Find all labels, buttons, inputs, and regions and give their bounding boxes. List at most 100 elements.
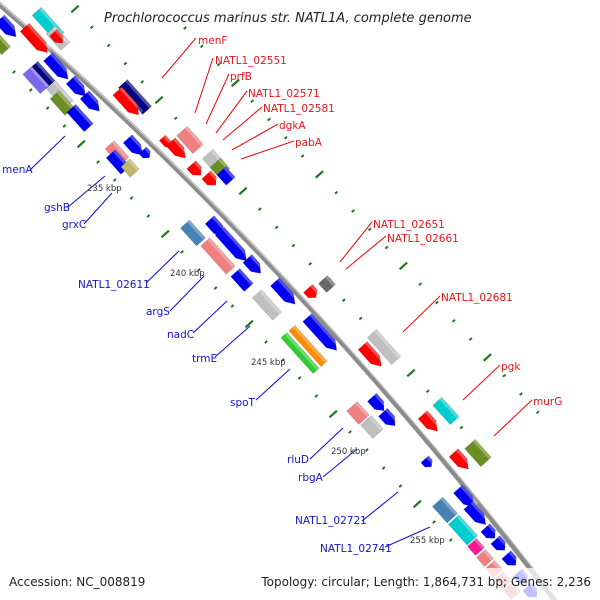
leader-NATL1_02721 bbox=[361, 491, 399, 522]
gene-blue-9[interactable] bbox=[269, 277, 300, 308]
tick-mark bbox=[257, 207, 262, 212]
gene-blue-grxC[interactable] bbox=[122, 134, 147, 159]
gene-label-NATL1_02681[interactable]: NATL1_02681 bbox=[441, 292, 513, 304]
tick-mark bbox=[367, 227, 372, 232]
gene-red-murG[interactable] bbox=[448, 448, 473, 473]
gene-red-2[interactable] bbox=[48, 28, 67, 46]
gene-pink-rluD[interactable] bbox=[346, 400, 370, 426]
gene-blue-7[interactable] bbox=[214, 226, 251, 265]
gene-tan-1[interactable] bbox=[120, 158, 140, 178]
gene-blue-pabA[interactable] bbox=[216, 166, 236, 186]
gene-olive-1[interactable] bbox=[49, 90, 75, 116]
gene-blue-12[interactable] bbox=[420, 455, 436, 470]
gene-label-NATL1_02741[interactable]: NATL1_02741 bbox=[320, 543, 392, 555]
gene-label-rluD[interactable]: rluD bbox=[287, 454, 309, 466]
gene-label-NATL1_02581[interactable]: NATL1_02581 bbox=[263, 103, 335, 115]
gene-green-spoT[interactable] bbox=[280, 331, 320, 375]
tick-mark bbox=[364, 448, 369, 452]
gene-red-6[interactable] bbox=[302, 283, 321, 302]
gene-label-pabA[interactable]: pabA bbox=[295, 137, 323, 149]
gene-label-NATL1_02611[interactable]: NATL1_02611 bbox=[78, 279, 150, 291]
gene-label-menA[interactable]: menA bbox=[2, 164, 33, 176]
tick-mark bbox=[348, 430, 352, 434]
gene-red-1[interactable] bbox=[19, 22, 52, 56]
gene-label-grxC[interactable]: grxC bbox=[62, 219, 86, 231]
gene-label-menF[interactable]: menF bbox=[198, 35, 227, 47]
tick-mark bbox=[482, 353, 492, 362]
gene-steel-1[interactable] bbox=[179, 219, 207, 247]
tick-mark bbox=[28, 88, 33, 92]
gene-orange-spoT[interactable] bbox=[288, 324, 328, 368]
leader-pgk bbox=[462, 364, 501, 401]
gene-blue-15[interactable] bbox=[480, 523, 500, 542]
gene-blue-4[interactable] bbox=[79, 90, 104, 115]
gene-red-pgk[interactable] bbox=[417, 410, 442, 435]
gene-red-5[interactable] bbox=[201, 170, 221, 189]
tick-mark bbox=[112, 178, 117, 182]
gene-label-NATL1_02651[interactable]: NATL1_02651 bbox=[373, 219, 445, 231]
tick-mark bbox=[308, 261, 313, 266]
gene-label-NATL1_02551[interactable]: NATL1_02551 bbox=[215, 55, 287, 67]
gene-label-nadC[interactable]: nadC bbox=[167, 329, 194, 341]
gene-blue-small[interactable] bbox=[138, 146, 154, 161]
gene-steel-2[interactable] bbox=[431, 496, 459, 524]
gene-blue-3[interactable] bbox=[65, 75, 90, 100]
gene-blue-5[interactable] bbox=[66, 103, 94, 133]
gene-label-murG[interactable]: murG bbox=[533, 396, 562, 408]
gene-red-4[interactable] bbox=[186, 160, 206, 179]
footer-background bbox=[0, 568, 600, 600]
tick-mark bbox=[351, 209, 355, 213]
gene-label-trmE[interactable]: trmE bbox=[192, 353, 217, 365]
tick-mark bbox=[535, 410, 540, 415]
gene-label-rbgA[interactable]: rbgA bbox=[298, 472, 324, 484]
leader-NATL1_02661 bbox=[345, 235, 387, 270]
gene-label-pgk[interactable]: pgk bbox=[501, 361, 521, 373]
gene-label-prfB[interactable]: prfB bbox=[230, 71, 252, 83]
gene-label-argS[interactable]: argS bbox=[146, 306, 170, 318]
gene-label-spoT[interactable]: spoT bbox=[230, 397, 256, 409]
gene-pink-3[interactable] bbox=[475, 548, 495, 568]
leader-gshB bbox=[67, 175, 106, 208]
gene-blue-spoT[interactable] bbox=[302, 312, 342, 355]
gene-grey-rluD[interactable] bbox=[360, 414, 384, 440]
tick-mark bbox=[216, 62, 221, 67]
gene-olive-top[interactable] bbox=[0, 32, 12, 56]
tick-mark bbox=[459, 425, 464, 430]
tick-mark bbox=[341, 298, 346, 303]
tick-mark bbox=[314, 170, 324, 179]
gene-blue-16[interactable] bbox=[490, 535, 510, 554]
gene-grey-02681[interactable] bbox=[366, 328, 402, 366]
gene-label-NATL1_02661[interactable]: NATL1_02661 bbox=[387, 233, 459, 245]
gene-magenta-1[interactable] bbox=[466, 537, 486, 557]
gene-label-NATL1_02571[interactable]: NATL1_02571 bbox=[248, 88, 320, 100]
gene-label-dgkA[interactable]: dgkA bbox=[279, 120, 306, 132]
leader-murG bbox=[493, 399, 533, 437]
tick-mark bbox=[300, 154, 305, 158]
gene-grey-trmE[interactable] bbox=[251, 289, 283, 321]
tick-mark bbox=[291, 243, 296, 248]
gene-blue-11[interactable] bbox=[377, 407, 400, 429]
gene-menF-navy[interactable] bbox=[117, 78, 153, 116]
gene-blue-nadC[interactable] bbox=[230, 267, 254, 293]
gene-label-gshB[interactable]: gshB bbox=[44, 202, 70, 214]
gene-red-7[interactable] bbox=[357, 340, 386, 371]
gene-red-3[interactable] bbox=[165, 137, 190, 162]
gene-blue-top[interactable] bbox=[0, 14, 21, 41]
gene-blue-8[interactable] bbox=[242, 253, 266, 278]
tick-mark bbox=[435, 300, 439, 305]
gene-menF-red[interactable] bbox=[112, 86, 144, 119]
gene-pink-argS[interactable] bbox=[200, 237, 236, 275]
gene-dimgrey-1[interactable] bbox=[317, 274, 337, 294]
tick-mark bbox=[96, 160, 100, 164]
gene-blue-17[interactable] bbox=[501, 550, 521, 569]
gene-olive-murG[interactable] bbox=[464, 438, 492, 468]
gene-cyan-2[interactable] bbox=[447, 514, 479, 546]
gene-blue-2[interactable] bbox=[42, 52, 73, 83]
tick-mark bbox=[12, 70, 16, 74]
gene-label-NATL1_02721[interactable]: NATL1_02721 bbox=[295, 515, 367, 527]
gene-blue-10[interactable] bbox=[366, 392, 389, 414]
gene-pink-2[interactable] bbox=[176, 125, 204, 155]
gene-slate-1[interactable] bbox=[22, 65, 50, 95]
gene-cyan-pgk[interactable] bbox=[432, 396, 460, 426]
gene-blue-14[interactable] bbox=[463, 500, 491, 528]
